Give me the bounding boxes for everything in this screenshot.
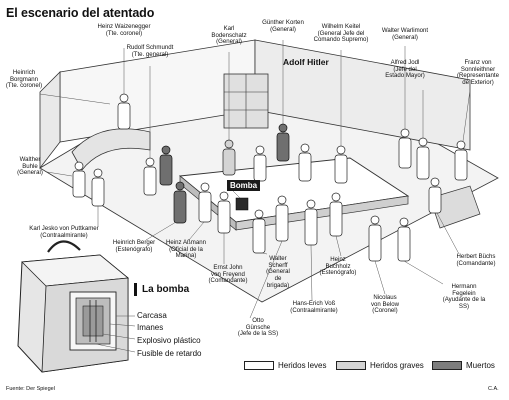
figure-hitler (298, 143, 312, 182)
label-karl-bodenschatz: Karl Bodenschatz (General) (211, 25, 247, 46)
legend-item-dead: Muertos (432, 361, 495, 370)
bomb-part-explosive: Explosivo plástico (137, 336, 201, 345)
diagram-title: El escenario del atentado (6, 6, 155, 20)
bomb-part-magnets: Imanes (137, 323, 164, 332)
figure-berger (173, 181, 187, 224)
figure-gunsche (275, 195, 289, 242)
figure-buchholz (329, 192, 343, 237)
footer-source: Fuente: Der Spiegel (6, 386, 55, 392)
label-heinrich-borgmann: Heinrich Borgmann (Tte. coronel) (5, 69, 43, 90)
figure-sonnleithner (454, 140, 468, 181)
label-nicolaus-below: Nicolaus von Below (Coronel) (370, 294, 400, 315)
label-hermann-fegelein: Hermann Fegelein (Ayudante de la SS) (442, 283, 486, 311)
label-walter-scherff: Walter Scherff (General de brigada) (266, 255, 290, 289)
figure-assmann (198, 182, 212, 223)
side-table (429, 185, 481, 229)
figure-jesko (91, 168, 105, 207)
label-heinz-waizenegger: Heinz Waizenegger (Tte. coronel) (97, 23, 151, 37)
label-wilhelm-keitel: Wilhelm Keitel (General Jefe del Comando… (313, 23, 369, 44)
figure-brandt (159, 145, 173, 186)
bomb-position-marker (235, 197, 249, 211)
footer-credit: C.A. (488, 386, 499, 392)
legend-label-severe: Heridos graves (370, 361, 424, 370)
figure-john (217, 191, 231, 234)
legend-label-light: Heridos leves (278, 361, 327, 370)
legend-label-dead: Muertos (466, 361, 495, 370)
figure-jodl (416, 137, 430, 180)
legend-item-severe-injury: Heridos graves (336, 361, 424, 370)
legend-swatch-dead (432, 361, 462, 370)
label-alfred-jodl: Alfred Jodl (Jefe del Estado Mayor) (385, 59, 425, 80)
label-heinz-buchholz: Heinz Buchholz (Estenógrafo) (319, 256, 357, 277)
figure-korten (276, 123, 290, 162)
label-hans-erich-voss: Hans-Erich Voß (Contraalmirante) (290, 300, 338, 314)
figure-keitel (334, 145, 348, 184)
label-gunther-korten: Günther Korten (General) (262, 19, 304, 33)
legend-swatch-light (244, 361, 274, 370)
figure-below (368, 215, 382, 262)
window (223, 73, 269, 129)
figure-waizenegger (117, 93, 131, 130)
briefcase-illustration (17, 240, 136, 373)
bomb-location-label: Bomba (227, 180, 261, 191)
room-wall-side (39, 71, 61, 170)
leader-lines (39, 40, 471, 319)
label-franz-sonnleithner: Franz von Sonnleithner (Representante de… (456, 59, 500, 87)
figure-schmundt (143, 157, 157, 196)
figure-voss (304, 199, 318, 246)
people-figures (72, 93, 468, 262)
label-karl-jesko: Karl Jesko von Puttkamer (Contraalmirant… (29, 225, 99, 239)
figure-scherff (252, 209, 266, 254)
label-heinz-assmann: Heinz Aßmann (Oficial de la Marina) (166, 239, 206, 260)
figure-bodenschatz-light (253, 145, 267, 182)
label-heinrich-berger: Heinrich Berger (Estenógrafo) (112, 239, 156, 253)
label-herbert-buchs: Herbert Büchs (Comandante) (456, 253, 496, 267)
figure-buchs (428, 177, 442, 214)
label-walter-warlimont: Walter Warlimont (General) (381, 27, 429, 41)
figure-warlimont (398, 128, 412, 169)
label-walther-buhle: Walther Buhle (General) (17, 156, 43, 177)
figure-buhle (72, 161, 86, 198)
bomb-part-casing: Carcasa (137, 311, 167, 320)
legend-item-light-injury: Heridos leves (244, 361, 326, 370)
legend-swatch-severe (336, 361, 366, 370)
label-adolf-hitler: Adolf Hitler (283, 57, 329, 67)
label-otto-gunsche: Otto Günsche (Jefe de la SS) (237, 317, 279, 338)
bomb-part-fuse: Fusible de retardo (137, 349, 202, 358)
bomb-inset-heading: La bomba (134, 283, 195, 296)
label-rudolf-schmundt: Rudolf Schmundt (Tte. general) (126, 44, 174, 58)
label-ernst-john: Ernst John von Freyend (Comandante) (208, 264, 248, 285)
